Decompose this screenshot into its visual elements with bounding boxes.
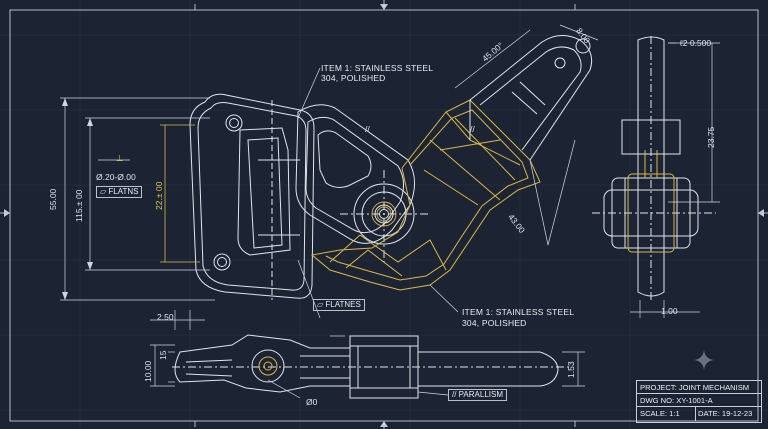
- dim-bottom-right: 1.53: [566, 361, 576, 378]
- upper-rod: [469, 35, 593, 161]
- dim-height-inner: 115.± 00: [74, 189, 84, 222]
- dim-side-height: 23.75: [706, 126, 716, 148]
- bottom-dims: [150, 335, 585, 399]
- title-date: DATE: 19-12-23: [698, 409, 753, 418]
- perpendicular-symbol: ⊥: [116, 153, 124, 163]
- dim-bottom-small: 15: [158, 350, 168, 360]
- title-project: PROJECT: JOINT MECHANISM: [637, 381, 761, 394]
- dim-offset-bottom: 2.50: [157, 312, 174, 322]
- side-view-yellow: [627, 150, 675, 253]
- title-scale: SCALE: 1:1: [640, 409, 680, 418]
- title-divider: [695, 407, 696, 421]
- flange-plate: [189, 93, 315, 300]
- dim-height-left: 55.00: [48, 188, 58, 210]
- callout-bottom-line2: 304, POLISHED: [462, 318, 527, 328]
- dim-side-bottom: 1.00: [661, 306, 678, 316]
- callout-top-line2: 304, POLISHED: [321, 73, 386, 83]
- gdt-flatness-left: ▱ FLATNS: [96, 186, 143, 198]
- dim-bottom-height: 10.00: [143, 360, 153, 382]
- callout-bottom-line1: ITEM 1: STAINLESS STEEL: [462, 307, 575, 317]
- side-dims: [630, 42, 720, 318]
- title-block: PROJECT: JOINT MECHANISM DWG NO: XY-1001…: [636, 380, 762, 423]
- side-view: [592, 36, 716, 300]
- dim-side-width: ℓ2 0.500: [680, 38, 712, 48]
- dimension-lines: [60, 24, 599, 330]
- title-dwg-no: DWG NO: XY-1001-A: [637, 394, 761, 407]
- dim-dia-left: Ø.20-Ø.00: [96, 172, 136, 182]
- link-arm: [295, 104, 430, 262]
- parallel-mark-upper: //: [470, 124, 475, 134]
- gdt-parallelism: // PARALLISM: [448, 389, 507, 401]
- gdt-flatness-mid-label: FLATNES: [325, 300, 361, 309]
- bottom-view: [172, 334, 570, 399]
- gdt-flatness-left-label: FLATNS: [108, 187, 139, 196]
- sparkle-icon: [694, 350, 714, 370]
- dim-height-mid: 22.± 00: [154, 181, 164, 210]
- border-arrows: [4, 4, 764, 427]
- title-bottom-row: SCALE: 1:1 DATE: 19-12-23: [637, 407, 761, 421]
- callout-top-line1: ITEM 1: STAINLESS STEEL: [321, 63, 434, 73]
- gdt-parallelism-label: PARALLISM: [458, 390, 503, 399]
- gdt-flatness-mid: ▱ FLATNES: [313, 299, 365, 311]
- yellow-dimension: [160, 124, 200, 263]
- parallel-mark-arm: //: [365, 124, 370, 134]
- dim-bottom-dia: Ø0: [306, 397, 318, 407]
- dimension-arrows: [62, 98, 93, 300]
- bottom-view-yellow: [258, 356, 278, 376]
